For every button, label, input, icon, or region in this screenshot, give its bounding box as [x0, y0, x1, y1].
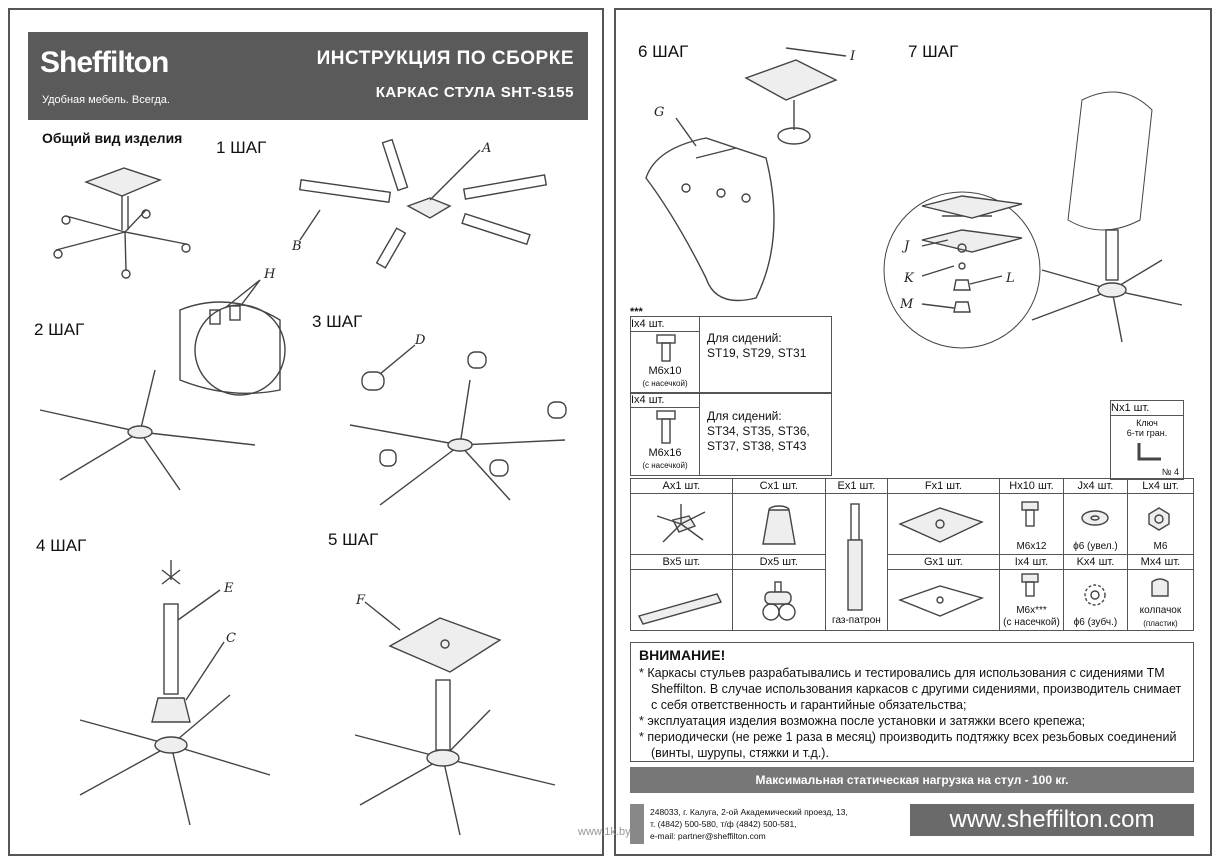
- part-k-icon: [1084, 584, 1106, 606]
- warning-box: ВНИМАНИЕ! * Каркасы стульев разрабатывал…: [630, 642, 1194, 762]
- part-E: Ex1 шт. газ-патрон: [824, 478, 888, 631]
- step-4-drawing: E C: [79, 560, 271, 826]
- part-e-caption: газ-патрон: [832, 615, 881, 626]
- label-D: D: [414, 333, 426, 348]
- watermark: www.1k.by: [578, 826, 631, 838]
- overview-title: Общий вид изделия: [42, 130, 183, 146]
- part-g-icon: [897, 585, 984, 617]
- screw-m6x10-note: (с насечкой): [642, 379, 688, 388]
- label-M: M: [899, 297, 914, 312]
- hex-key-spec: Nx1 шт. Ключ 6-ти гран. № 4: [1110, 400, 1184, 480]
- part-j-icon: [1081, 510, 1109, 526]
- screw-m6x10-seats-title: Для сидений:: [707, 331, 782, 345]
- hex-key-qty: Nx1 шт.: [1111, 401, 1183, 416]
- part-I: Ix4 шт. M6x*** (с насечкой): [999, 554, 1064, 631]
- overview-drawing: [53, 167, 191, 279]
- hex-key-name: Ключ: [1136, 418, 1158, 428]
- part-m-icon: [1151, 578, 1169, 597]
- brand-logo: Sheffilton: [40, 46, 169, 79]
- screw-spec-m6x16: Ix4 шт. M6x16 (с насечкой) Для сидений: …: [630, 392, 832, 476]
- step-5-drawing: F: [354, 593, 556, 836]
- step-1-label: 1 ШАГ: [216, 138, 267, 157]
- label-I: I: [849, 49, 856, 64]
- label-F: F: [355, 593, 366, 608]
- footer-accent: [630, 804, 644, 844]
- part-e-icon: [847, 503, 863, 611]
- screw-m6x10-size: M6x10: [648, 365, 682, 377]
- step-2-drawing: H: [39, 267, 286, 491]
- step-2-label: 2 ШАГ: [34, 320, 85, 339]
- screw-m6x16-qty: Ix4 шт.: [631, 393, 699, 408]
- part-B: Bx5 шт.: [630, 554, 733, 631]
- label-H: H: [263, 267, 276, 282]
- screw-spec-m6x10: Ix4 шт. M6x10 (с насечкой) Для сидений: …: [630, 316, 832, 394]
- screw-m6x16-seats: ST34, ST35, ST36,: [707, 424, 810, 438]
- part-C: Cx1 шт.: [731, 478, 826, 555]
- part-J: Jx4 шт. ϕ6 (увел.): [1062, 478, 1128, 555]
- part-M: Mx4 шт. колпачок (пластик): [1126, 554, 1195, 631]
- label-J: J: [901, 239, 910, 254]
- screw-m6x16-icon: [656, 410, 676, 444]
- screw-m6x10-qty: Ix4 шт.: [631, 317, 699, 332]
- warning-title: ВНИМАНИЕ!: [639, 647, 726, 663]
- label-L: L: [1005, 271, 1015, 286]
- label-E: E: [223, 581, 234, 596]
- brand-slogan: Удобная мебель. Всегда.: [42, 94, 170, 106]
- step-4-label: 4 ШАГ: [36, 536, 87, 555]
- part-c-icon: [761, 505, 796, 545]
- label-K: K: [903, 271, 915, 286]
- parts-row-1: Ax1 шт. Cx1 шт. Ex1 шт. газ-патрон Fx1 ш…: [630, 478, 1195, 631]
- screw-m6x10-seats: ST19, ST29, ST31: [707, 346, 807, 360]
- screw-m6x10-icon: [656, 334, 676, 362]
- part-H: Hx10 шт. M6x12: [999, 478, 1064, 555]
- hex-key-icon: [1137, 443, 1161, 461]
- label-B: B: [291, 239, 302, 254]
- company-address: 248033, г. Калуга, 2-ой Академический пр…: [650, 807, 848, 841]
- part-D: Dx5 шт.: [731, 554, 826, 631]
- screw-m6x16-seats-2: ST37, ST38, ST43: [707, 439, 807, 453]
- step-6-drawing: I G: [645, 47, 856, 302]
- part-l-icon: [1148, 507, 1170, 531]
- doc-title: ИНСТРУКЦИЯ ПО СБОРКЕ: [316, 48, 574, 69]
- part-G: Gx1 шт.: [886, 554, 1001, 631]
- step-5-label: 5 ШАГ: [328, 530, 379, 549]
- part-A: Ax1 шт.: [630, 478, 733, 555]
- warning-item-1: * Каркасы стульев разрабатывались и тест…: [639, 666, 1182, 712]
- max-load-bar: Максимальная статическая нагрузка на сту…: [630, 767, 1194, 793]
- parts-row-2: Bx5 шт. Dx5 шт. Gx1 шт. Ix4 шт. M6x*** (…: [630, 554, 1195, 631]
- part-L: Lx4 шт. M6: [1126, 478, 1195, 555]
- screw-m6x16-size: M6x16: [648, 447, 682, 459]
- instruction-left-page: Sheffilton Удобная мебель. Всегда. ИНСТР…: [8, 8, 604, 856]
- hex-key-number: № 4: [1161, 467, 1179, 477]
- parts-table: Ax1 шт. Cx1 шт. Ex1 шт. газ-патрон Fx1 ш…: [630, 478, 1195, 631]
- part-d-icon: [761, 581, 796, 621]
- step-3-label: 3 ШАГ: [312, 312, 363, 331]
- doc-subtitle: КАРКАС СТУЛА SHT-S155: [375, 84, 574, 101]
- hex-key-desc: 6-ти гран.: [1126, 428, 1168, 438]
- part-F: Fx1 шт.: [886, 478, 1001, 555]
- part-b-icon: [637, 593, 723, 625]
- instruction-right-page: 6 ШАГ 7 ШАГ I G J K L M ***: [614, 8, 1212, 856]
- step-1-drawing: A B: [291, 138, 548, 269]
- screw-m6x16-seats-title: Для сидений:: [707, 409, 782, 423]
- warning-item-3: * периодически (не реже 1 раза в месяц) …: [639, 730, 1177, 760]
- part-h-icon: [1021, 501, 1039, 527]
- step-6-label: 6 ШАГ: [638, 42, 689, 61]
- warning-item-2: * эксплуатация изделия возможна после ус…: [639, 714, 1086, 728]
- label-C: C: [226, 631, 236, 646]
- part-a-icon: [656, 504, 706, 543]
- part-i-icon: [1021, 573, 1039, 597]
- label-A: A: [481, 141, 491, 156]
- step-7-label: 7 ШАГ: [908, 42, 959, 61]
- part-K: Kx4 шт. ϕ6 (зубч.): [1062, 554, 1128, 631]
- part-f-icon: [898, 507, 984, 543]
- footnote-marker: ***: [630, 306, 643, 318]
- step-7-drawing: J K L M: [883, 91, 1183, 349]
- step-3-drawing: D: [349, 333, 567, 506]
- header-banner: Sheffilton Удобная мебель. Всегда. ИНСТР…: [28, 32, 588, 120]
- label-G: G: [654, 105, 664, 120]
- website-link[interactable]: www.sheffilton.com: [910, 804, 1194, 836]
- screw-m6x16-note: (с насечкой): [642, 461, 688, 470]
